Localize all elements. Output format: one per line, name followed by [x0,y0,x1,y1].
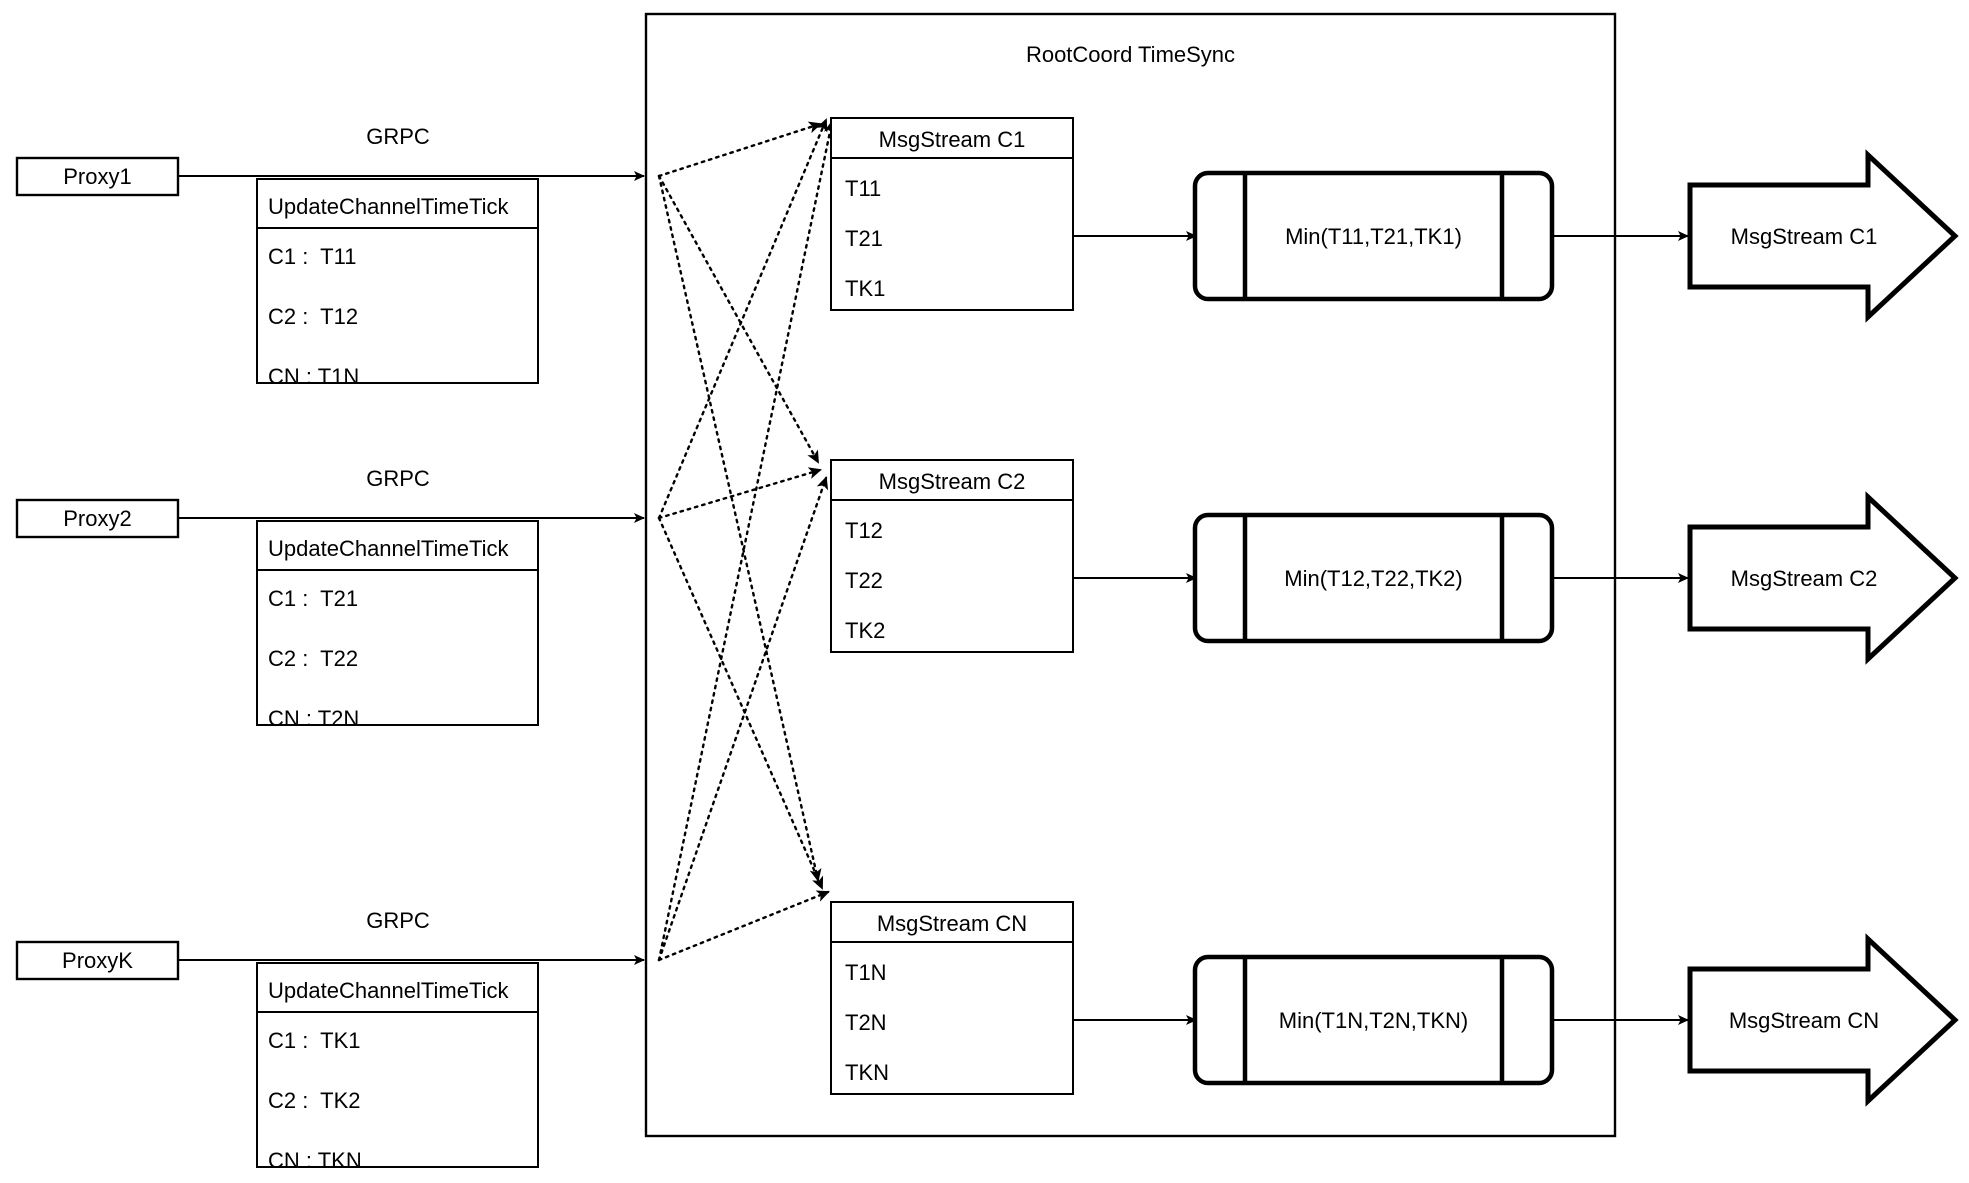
msgstream-c1-row-0: T11 [845,176,882,201]
proxyk-request-row-0: C1 : TK1 [268,1028,361,1053]
fanout-p2-c2 [657,467,822,520]
output-label-1: MsgStream C1 [1730,224,1878,249]
fanout-p1-c2 [657,174,820,464]
proxy1-request-row-2: CN : T1N [268,364,360,389]
rootcoord-timesync-title: RootCoord TimeSync [1025,42,1236,67]
fanout-p1-c1 [657,121,822,178]
proxy2-request-row-1: C2 : T22 [268,646,359,671]
msgstream-c1-row-2: TK1 [845,276,886,301]
fanout-p2-c1 [657,118,828,520]
msgstream-c1-row-1: T21 [845,226,883,251]
proxy1-request-row-0: C1 : T11 [268,244,357,269]
fanout-p2-cn [657,516,824,890]
grpc-label-3: GRPC [366,908,430,933]
proxyk-request-header: UpdateChannelTimeTick [268,978,509,1003]
proxyk-request-row-1: C2 : TK2 [268,1088,361,1113]
output-label-3: MsgStream CN [1728,1008,1880,1033]
grpc-label-2: GRPC [366,466,430,491]
min-label-2: Min(T12,T22,TK2) [1284,566,1463,591]
proxy1-request-header: UpdateChannelTimeTick [268,194,509,219]
output-label-2: MsgStream C2 [1730,566,1878,591]
proxy2-request-header: UpdateChannelTimeTick [268,536,509,561]
fanout-pk-c2 [657,476,829,962]
msgstream-c2-row-0: T12 [845,518,883,543]
msgstream-cn-header: MsgStream CN [876,911,1028,936]
proxy2-request-row-0: C1 : T21 [268,586,359,611]
msgstream-cn-row-0: T1N [845,960,887,985]
proxyk-label[interactable]: ProxyK [62,948,133,973]
msgstream-c2-header: MsgStream C2 [878,469,1026,494]
msgstream-c2-row-1: T22 [845,568,883,593]
fanout-pk-c1 [657,120,836,962]
min-label-3: Min(T1N,T2N,TKN) [1278,1008,1469,1033]
proxy2-label[interactable]: Proxy2 [63,506,132,531]
proxy1-request-row-1: C2 : T12 [268,304,359,329]
fanout-p1-cn [657,174,822,882]
msgstream-cn-row-1: T2N [845,1010,887,1035]
timetick-fanout-connectors [657,118,836,962]
proxy2-request-row-2: CN : T2N [268,706,360,731]
msgstream-c2-row-2: TK2 [845,618,886,643]
msgstream-c1-header: MsgStream C1 [878,127,1026,152]
fanout-pk-cn [657,890,830,962]
grpc-label-1: GRPC [366,124,430,149]
min-label-1: Min(T11,T21,TK1) [1285,224,1462,249]
proxyk-request-row-2: CN : TKN [268,1148,362,1173]
proxy1-label[interactable]: Proxy1 [63,164,132,189]
msgstream-cn-row-2: TKN [845,1060,889,1085]
